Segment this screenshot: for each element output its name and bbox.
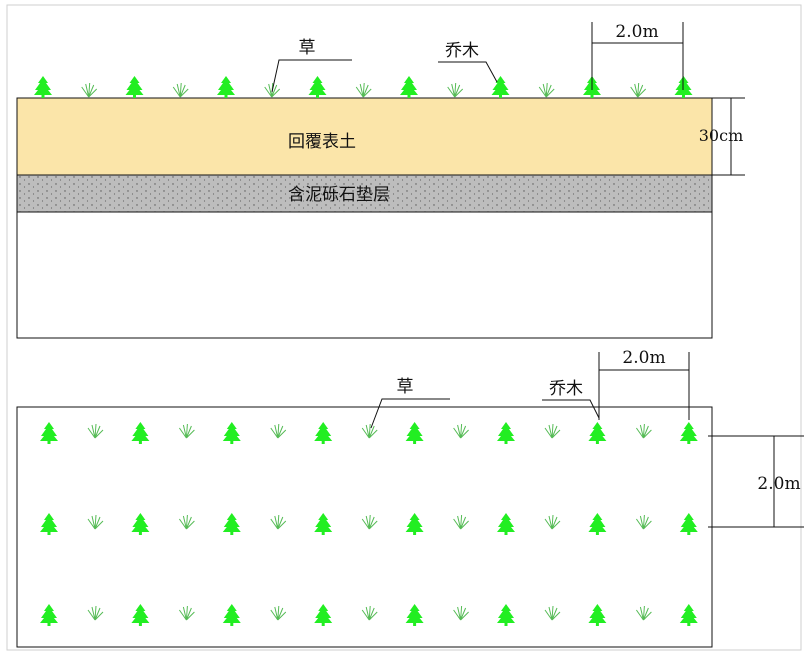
plan-tree-leader-line	[542, 399, 600, 419]
tree-icon	[40, 513, 58, 535]
grass-icon	[178, 605, 195, 621]
tree-icon	[308, 76, 327, 98]
tree-icon	[679, 604, 698, 626]
grass-icon	[635, 514, 652, 530]
tree-icon	[314, 513, 333, 535]
grass-icon	[361, 514, 378, 530]
plan-grass-leader-line	[370, 398, 450, 429]
tree-icon	[34, 76, 52, 98]
grass-icon	[544, 514, 561, 530]
tree-icon	[131, 422, 150, 444]
plan-vertical-spacing-label: 2.0m	[757, 474, 800, 494]
tree-icon	[405, 604, 424, 626]
spacing-label: 2.0m	[615, 22, 658, 42]
plan-horizontal-spacing-label: 2.0m	[622, 348, 665, 368]
tree-icon	[679, 422, 698, 444]
tree-icon	[497, 422, 515, 444]
plan-box	[16, 406, 713, 648]
grass-icon	[178, 423, 195, 439]
grass-icon	[630, 82, 647, 98]
tree-icon	[314, 422, 333, 444]
grass-icon	[635, 423, 652, 439]
tree-icon	[679, 513, 698, 535]
grass-icon	[355, 82, 372, 98]
topsoil-layer	[16, 97, 713, 176]
tree-icon	[131, 513, 150, 535]
spacing-dimension	[591, 22, 684, 90]
grass-icon	[361, 605, 378, 621]
grass-label: 草	[299, 38, 316, 58]
grass-icon	[453, 605, 469, 621]
tree-icon	[497, 604, 515, 626]
tree-icon	[588, 422, 607, 444]
grass-icon	[453, 423, 469, 439]
plan-tree-label: 乔木	[549, 379, 583, 399]
grass-icon	[270, 514, 287, 530]
gravel-label: 含泥砾石垫层	[288, 185, 390, 205]
frame-border	[6, 4, 802, 651]
grass-icon	[447, 82, 464, 98]
tree-icon	[222, 422, 241, 444]
section-plant-row	[34, 76, 693, 98]
tree-icon	[125, 76, 144, 98]
gravel-layer	[16, 174, 713, 213]
tree-icon	[40, 604, 58, 626]
thickness-dimension	[712, 97, 745, 176]
plan-vertical-dimension	[708, 435, 804, 528]
tree-label: 乔木	[445, 41, 479, 61]
grass-icon	[361, 423, 378, 439]
grass-icon	[538, 82, 555, 98]
grass-leader-line	[271, 59, 352, 93]
tree-icon	[222, 513, 241, 535]
grass-icon	[635, 605, 652, 621]
plan-horizontal-dimension	[598, 352, 690, 420]
tree-icon	[405, 422, 424, 444]
plan-grass-label: 草	[397, 377, 414, 397]
grass-icon	[453, 514, 469, 530]
plan-plant-grid	[40, 422, 698, 626]
tree-icon	[40, 422, 58, 444]
section-view: 回覆表土 含泥砾石垫层 草 乔木 2.0m 30cm	[16, 22, 745, 339]
tree-icon	[588, 513, 607, 535]
grass-icon	[172, 82, 189, 98]
grass-icon	[270, 423, 287, 439]
plan-view: 草 乔木 2.0m 2.0m	[16, 348, 804, 648]
grass-icon	[87, 514, 104, 530]
tree-icon	[491, 76, 510, 98]
grass-icon	[178, 514, 195, 530]
grass-icon	[270, 605, 287, 621]
thickness-label: 30cm	[699, 126, 744, 145]
tree-icon	[131, 604, 150, 626]
tree-icon	[400, 76, 418, 98]
grass-icon	[87, 605, 104, 621]
grass-icon	[544, 423, 561, 439]
tree-leader-line	[438, 61, 498, 83]
tree-icon	[314, 604, 333, 626]
tree-icon	[405, 513, 424, 535]
topsoil-label: 回覆表土	[288, 132, 356, 152]
grass-icon	[81, 82, 98, 98]
grass-icon	[544, 605, 561, 621]
grass-icon	[87, 423, 104, 439]
tree-icon	[217, 76, 235, 98]
tree-icon	[588, 604, 607, 626]
tree-icon	[222, 604, 241, 626]
tree-icon	[497, 513, 515, 535]
